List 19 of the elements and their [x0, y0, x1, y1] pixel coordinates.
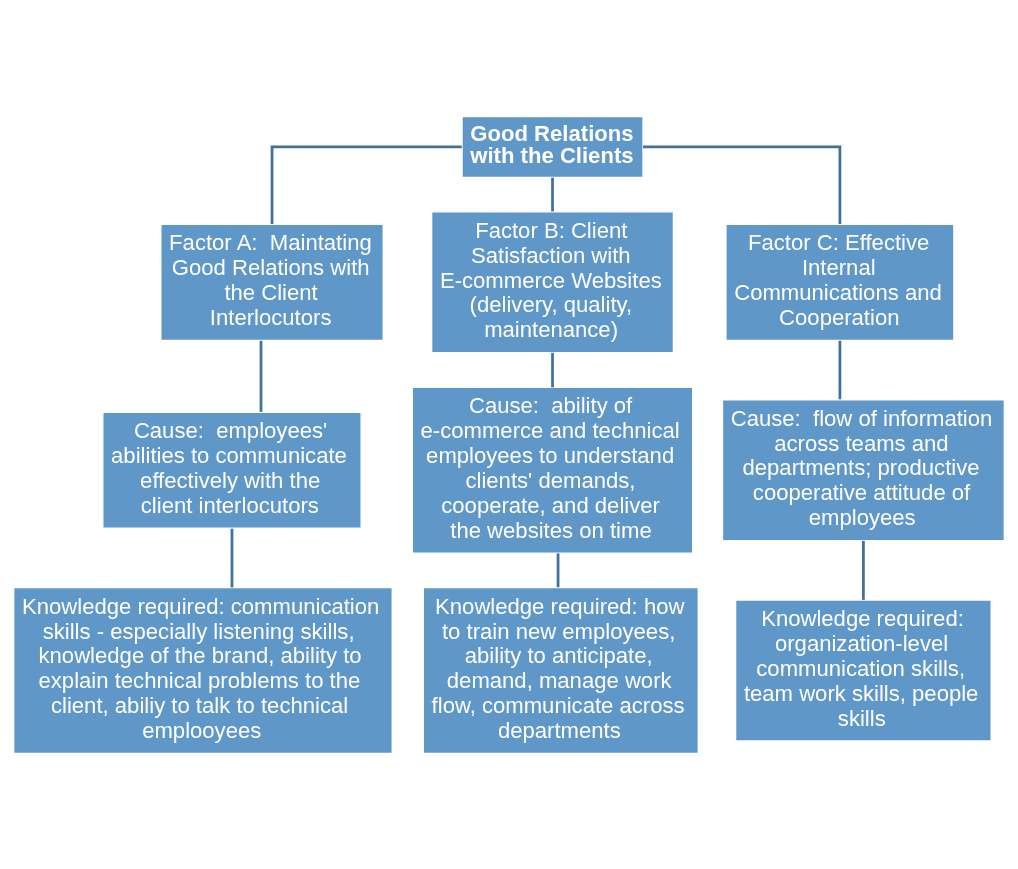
node-box: Knowledge required: organization-level communication skills, team work skills, people skills	[734, 598, 992, 742]
node-box: Cause: ability of e-commerce and technical employees to understand clients' demands, cooperate, and deliver the websites on time	[411, 386, 694, 554]
node-box: Good Relations with the Clients	[461, 115, 644, 178]
connector	[259, 340, 263, 412]
connector	[643, 145, 842, 224]
connector	[838, 340, 842, 399]
node-box: Factor A: Maintating Good Relations with the Client Interlocutors	[160, 223, 384, 341]
connector	[551, 177, 554, 211]
connector	[556, 552, 560, 587]
connector	[551, 352, 554, 387]
connector	[270, 145, 462, 224]
node-box: Factor B: Client Satisfaction with E-commerce Websites (delivery, quality, maintenance)	[430, 210, 675, 353]
connector	[862, 540, 865, 600]
connector	[230, 528, 234, 587]
node-box: Knowledge required: how to train new employees, ability to anticipate, demand, manage work flow, communicate across departments	[422, 586, 699, 754]
node-box: Factor C: Effective Internal Communications and Cooperation	[725, 223, 955, 341]
node-box: Cause: flow of information across teams and departments; productive cooperative attitude of employees	[721, 398, 1006, 541]
node-box: Cause: employees' abilities to communicate effectively with the client interlocutors	[102, 411, 362, 529]
node-box: Knowledge required: communication skills - especially listening skills, knowledge of the brand, ability to explain technical problems to the client, abiliy to talk to technical emplooyees	[13, 586, 393, 754]
